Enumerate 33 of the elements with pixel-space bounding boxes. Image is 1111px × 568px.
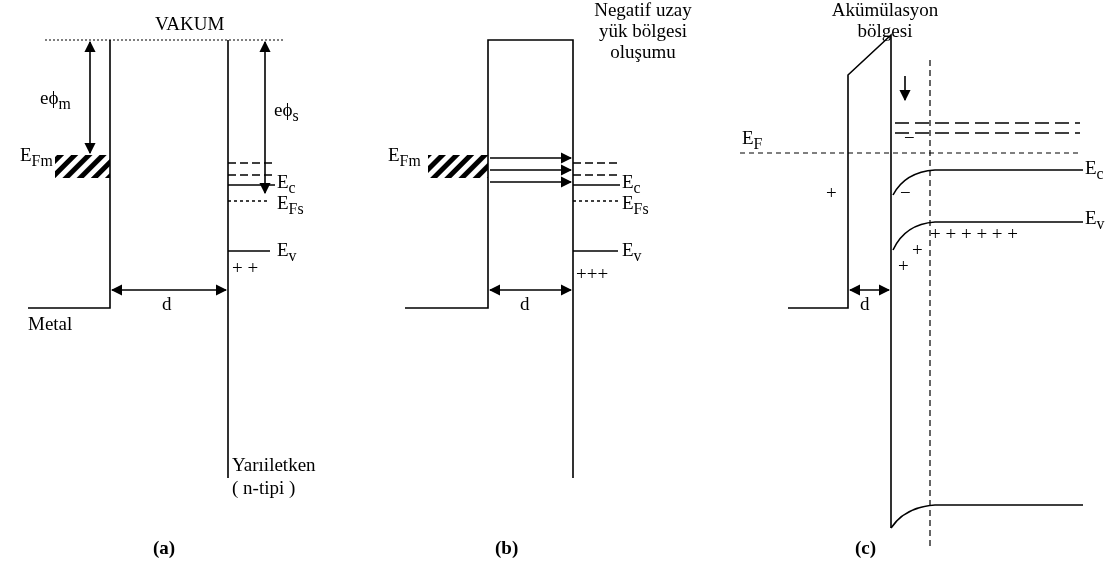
charge-signs: + + bbox=[232, 258, 259, 279]
energy-label: E$_{v}$ bbox=[1085, 208, 1105, 233]
charge-signs: +++ bbox=[576, 264, 609, 285]
panel-caption: (b) bbox=[495, 538, 519, 559]
distance-label: d bbox=[860, 294, 870, 315]
charge-sign: + bbox=[898, 256, 909, 277]
charge-sign: − bbox=[904, 128, 915, 149]
energy-label: E$_{v}$ bbox=[622, 240, 642, 265]
material-label: Yarıiletken bbox=[232, 455, 316, 476]
energy-label: eϕ$_{s}$ bbox=[274, 100, 299, 125]
annotation-text: Akümülasyon bölgesi bbox=[830, 0, 940, 42]
charge-sign: − bbox=[900, 183, 911, 204]
energy-label: eϕ$_{m}$ bbox=[40, 88, 71, 113]
charge-sign: + bbox=[912, 240, 923, 261]
energy-label: E$_{Fm}$ bbox=[20, 145, 53, 170]
panel-caption: (a) bbox=[153, 538, 176, 559]
energy-label: E$_{F}$ bbox=[742, 128, 763, 153]
energy-label: E$_{Fs}$ bbox=[622, 193, 649, 218]
energy-label: E$_{Fs}$ bbox=[277, 193, 304, 218]
charge-sign: + bbox=[826, 183, 837, 204]
energy-label: E$_{Fm}$ bbox=[388, 145, 421, 170]
panel-caption: (c) bbox=[855, 538, 877, 559]
energy-label: E$_{c}$ bbox=[622, 172, 641, 196]
charge-signs: + + + + + + bbox=[930, 224, 1019, 245]
distance-label: d bbox=[520, 294, 530, 315]
material-label: ( n-tipi ) bbox=[232, 478, 296, 499]
distance-label: d bbox=[162, 294, 172, 315]
energy-label: E$_{v}$ bbox=[277, 240, 297, 265]
annotation-text: Negatif uzay yük bölgesi oluşumu bbox=[593, 0, 693, 63]
material-label: Metal bbox=[28, 314, 73, 335]
energy-label: E$_{c}$ bbox=[277, 172, 296, 196]
vacuum-label: VAKUM bbox=[155, 14, 225, 35]
energy-label: E$_{c}$ bbox=[1085, 158, 1104, 183]
